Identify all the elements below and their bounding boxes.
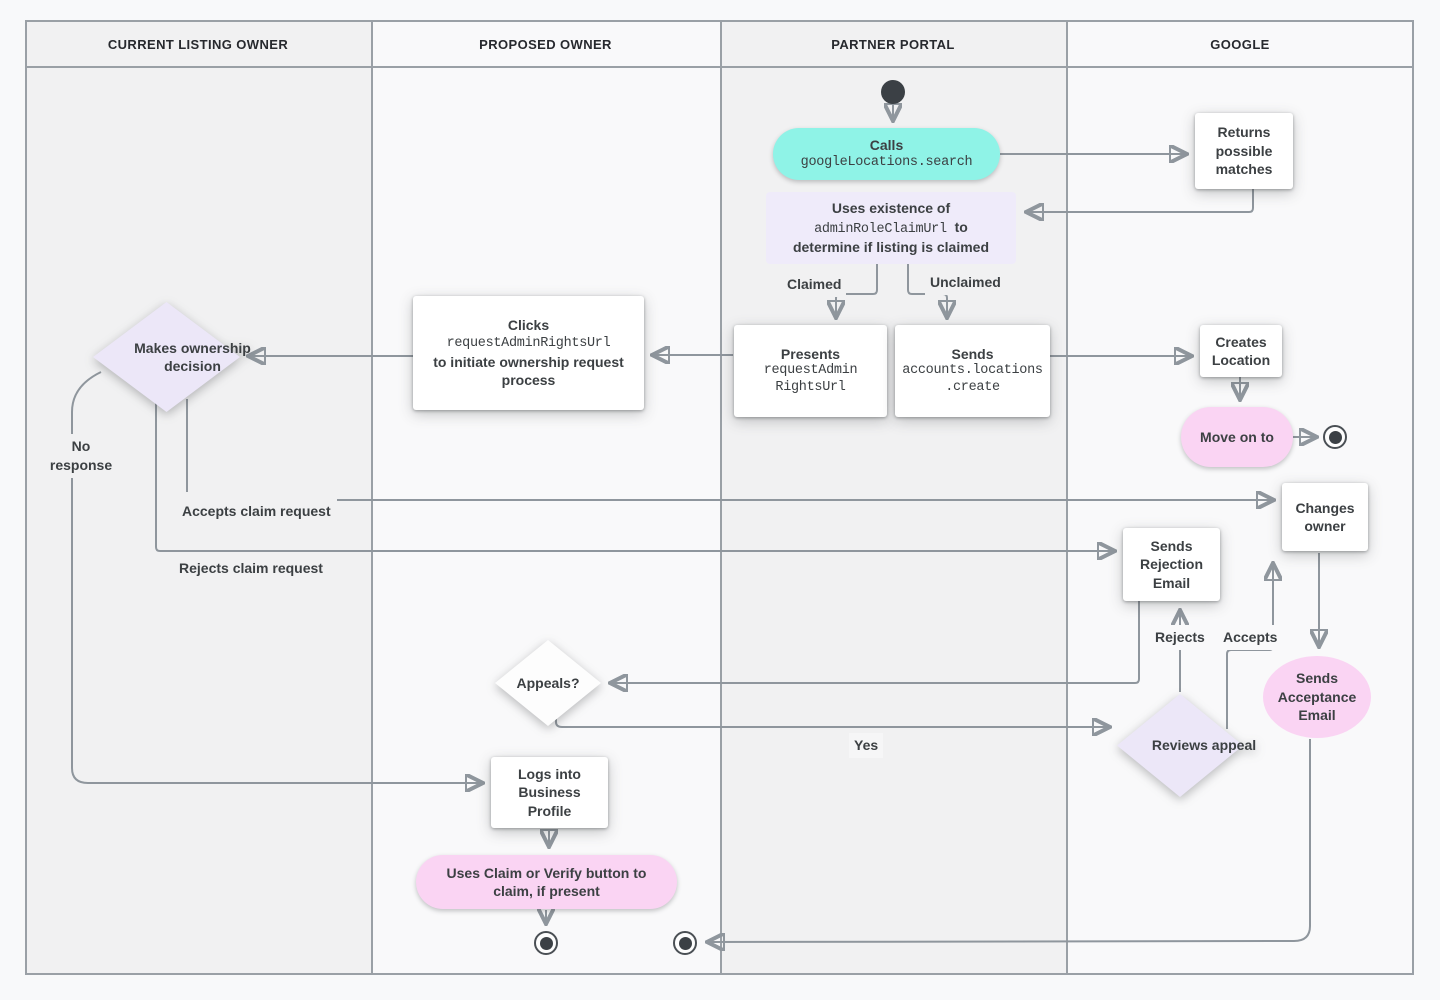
node-text: Returns possible matches — [1215, 124, 1273, 178]
edge-label-rejects-claim-request: Rejects claim request — [174, 556, 328, 581]
note-line3: determine if listing is claimed — [792, 239, 990, 256]
node-title: Calls — [869, 136, 904, 153]
lane-header-partner-portal: PARTNER PORTAL — [831, 36, 955, 52]
node-text: Sends Acceptance Email — [1277, 670, 1357, 724]
lane-divider-2 — [720, 20, 722, 975]
node-text: Changes owner — [1295, 499, 1355, 534]
lane-header-current-listing-owner: CURRENT LISTING OWNER — [107, 36, 289, 52]
edge-label-no-response: No response — [40, 434, 122, 478]
node-sends-acceptance-email: Sends Acceptance Email — [1263, 656, 1371, 738]
decision-reviews-appeal: Reviews appeal — [1117, 694, 1256, 797]
edge-label-unclaimed: Unclaimed — [925, 270, 1006, 295]
node-uses-claim-or-verify: Uses Claim or Verify button to claim, if… — [416, 855, 677, 909]
note-mid: to — [954, 218, 968, 235]
node-returns-possible-matches: Returns possible matches — [1195, 113, 1293, 189]
node-code-line2: .create — [945, 380, 1000, 396]
node-title: Presents — [780, 345, 841, 362]
end-node-inner-dot — [539, 936, 553, 950]
decision-text: Reviews appeal — [1151, 737, 1257, 754]
decision-appeals: Appeals? — [495, 640, 601, 726]
node-code: requestAdminRightsUrl — [446, 335, 611, 351]
edge-label-yes: Yes — [849, 733, 884, 758]
decision-text: Makes ownership decision — [134, 339, 251, 374]
node-text: Creates Location — [1211, 333, 1271, 368]
end-node-move-on — [1323, 425, 1347, 449]
edge-label-accepts: Accepts — [1218, 625, 1283, 650]
node-move-on-to: Move on to — [1181, 407, 1293, 467]
node-clicks-requestadminrightsurl: Clicks requestAdminRightsUrl to initiate… — [413, 296, 644, 410]
node-sends-rejection-email: Sends Rejection Email — [1123, 528, 1220, 601]
node-calls-googlelocations-search: Calls googleLocations.search — [773, 128, 1000, 180]
decision-makes-ownership-decision: Makes ownership decision — [93, 302, 251, 412]
node-changes-owner: Changes owner — [1282, 483, 1368, 551]
node-post: to initiate ownership request process — [433, 353, 624, 389]
node-sends-accounts-locations-create: Sends accounts.locations .create — [895, 325, 1050, 417]
node-creates-location: Creates Location — [1200, 325, 1282, 377]
lane-header-google: GOOGLE — [1210, 36, 1270, 52]
node-code-line1: requestAdmin — [763, 363, 858, 379]
node-uses-existence-note: Uses existence of adminRoleClaimUrl to d… — [766, 192, 1016, 264]
header-row — [25, 20, 1414, 68]
end-node-inner-dot — [678, 936, 692, 950]
start-node — [881, 80, 905, 104]
end-node-inner-dot — [1328, 430, 1342, 444]
node-title: Clicks — [507, 317, 550, 334]
node-code-line2: RightsUrl — [775, 380, 846, 396]
node-code-line1: accounts.locations — [902, 363, 1043, 379]
edge-label-rejects: Rejects — [1150, 625, 1210, 650]
end-node-claim — [534, 931, 558, 955]
lane-divider-1 — [371, 20, 373, 975]
lane-divider-3 — [1066, 20, 1068, 975]
decision-text: Appeals? — [516, 674, 580, 691]
node-text: Sends Rejection Email — [1139, 537, 1203, 591]
node-text: Uses Claim or Verify button to claim, if… — [446, 864, 647, 899]
edge-label-accepts-claim-request: Accepts claim request — [176, 492, 337, 527]
lane-header-proposed-owner: PROPOSED OWNER — [479, 36, 612, 52]
note-line1: Uses existence of — [831, 200, 951, 217]
node-text: Logs into Business Profile — [518, 765, 581, 819]
end-node-acceptance — [673, 931, 697, 955]
node-presents-requestadminrightsurl: Presents requestAdmin RightsUrl — [734, 325, 887, 417]
node-text: Move on to — [1200, 428, 1274, 445]
node-title: Sends — [951, 345, 994, 362]
node-code: googleLocations.search — [800, 155, 973, 171]
note-code: adminRoleClaimUrl — [814, 221, 947, 237]
note-line2: adminRoleClaimUrl to — [814, 218, 968, 239]
node-logs-into-business-profile: Logs into Business Profile — [491, 757, 608, 828]
edge-label-claimed: Claimed — [782, 272, 847, 297]
